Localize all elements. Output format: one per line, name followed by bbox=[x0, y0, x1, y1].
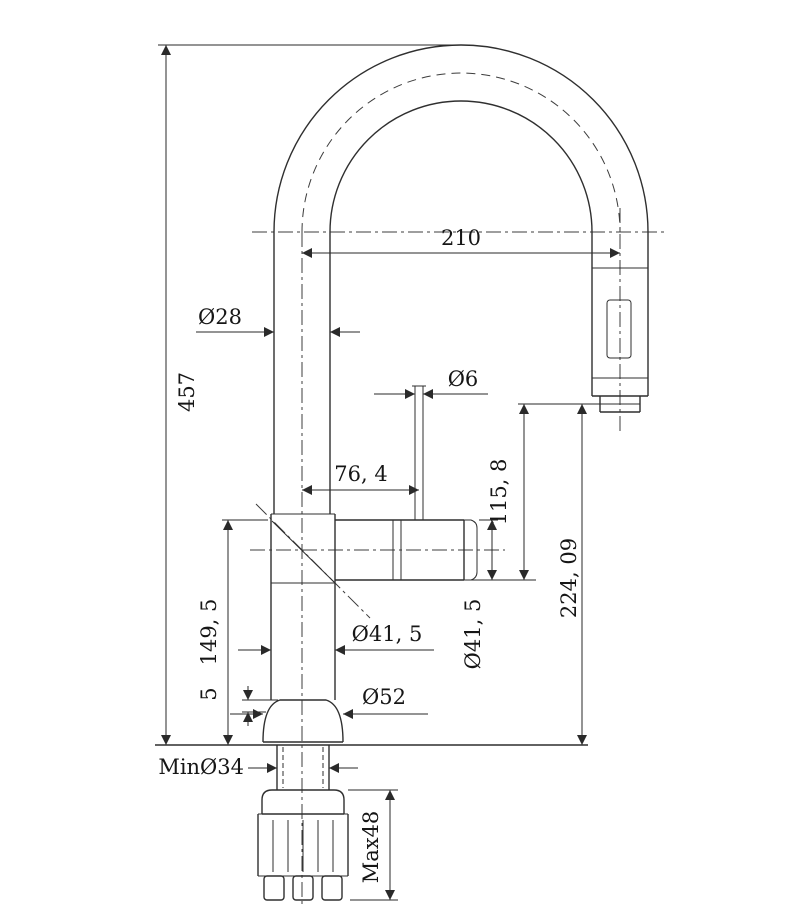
faucet-outline bbox=[155, 44, 649, 901]
dim-label-spray-pipe-offset: 76, 4 bbox=[334, 462, 387, 486]
dim-spout-tube-diameter: Ø28 bbox=[196, 305, 360, 337]
dim-label-spout-tube-diameter: Ø28 bbox=[198, 305, 242, 329]
ribbed-sleeve bbox=[257, 813, 349, 901]
mounting-nut bbox=[261, 789, 345, 814]
dim-spray-pipe-offset: 76, 4 bbox=[302, 462, 419, 495]
sleeve-tooth bbox=[292, 875, 314, 901]
base-flange bbox=[262, 699, 344, 743]
dim-label-overall-height: 457 bbox=[175, 372, 199, 412]
dim-label-min-hole: MinØ34 bbox=[158, 755, 244, 779]
dim-base-diameter: Ø52 bbox=[230, 685, 428, 719]
spout-inner-arc bbox=[329, 100, 593, 233]
mounting-hardware bbox=[257, 745, 349, 901]
dim-overall-height: 457 bbox=[158, 44, 470, 745]
spray-head bbox=[591, 232, 649, 413]
dim-flange-step: 5 bbox=[197, 686, 278, 726]
dim-label-base-diameter: Ø52 bbox=[362, 685, 406, 709]
elbow-miter-line bbox=[271, 520, 335, 583]
dim-label-flange-step: 5 bbox=[197, 687, 221, 700]
dim-label-spout-reach: 210 bbox=[441, 226, 481, 250]
dim-label-outlet-to-deck: 224, 09 bbox=[557, 538, 581, 618]
dim-label-head-drop: 115, 8 bbox=[487, 459, 511, 526]
hose-pipe bbox=[412, 385, 426, 520]
dim-label-max-deck-thickness: Max48 bbox=[359, 811, 383, 884]
centerlines bbox=[250, 72, 668, 908]
hose-connector bbox=[335, 519, 478, 581]
dim-min-hole: MinØ34 bbox=[158, 755, 358, 779]
dim-spout-reach: 210 bbox=[302, 226, 620, 258]
sleeve-tooth bbox=[321, 875, 343, 901]
dim-label-body-to-deck: 149, 5 bbox=[197, 599, 221, 666]
sleeve-tooth bbox=[263, 875, 285, 901]
dim-spray-pipe-diameter: Ø6 bbox=[374, 367, 488, 399]
dim-head-drop: 115, 8 bbox=[466, 403, 600, 581]
dim-label-spray-pipe-diameter: Ø6 bbox=[448, 367, 479, 391]
spray-head-button bbox=[606, 299, 632, 359]
dim-label-body-diameter: Ø41, 5 bbox=[352, 622, 423, 646]
faucet-body bbox=[270, 513, 336, 700]
dim-max-deck-thickness: Max48 bbox=[348, 789, 398, 901]
spout-arc-centerline bbox=[301, 72, 621, 233]
dim-outlet-to-deck: 224, 09 bbox=[557, 404, 587, 745]
dim-body-to-deck: 149, 5 bbox=[197, 519, 268, 745]
connector-end-cap bbox=[464, 519, 478, 581]
dim-body-diameter: Ø41, 5 bbox=[238, 622, 434, 655]
dimensions: 457 210 Ø28 Ø6 76, 4 115, 8 bbox=[158, 44, 620, 901]
dim-label-connector-diameter: Ø41, 5 bbox=[461, 599, 485, 670]
spout-outer-arc bbox=[273, 44, 649, 233]
dim-connector-diameter: Ø41, 5 bbox=[461, 519, 498, 670]
